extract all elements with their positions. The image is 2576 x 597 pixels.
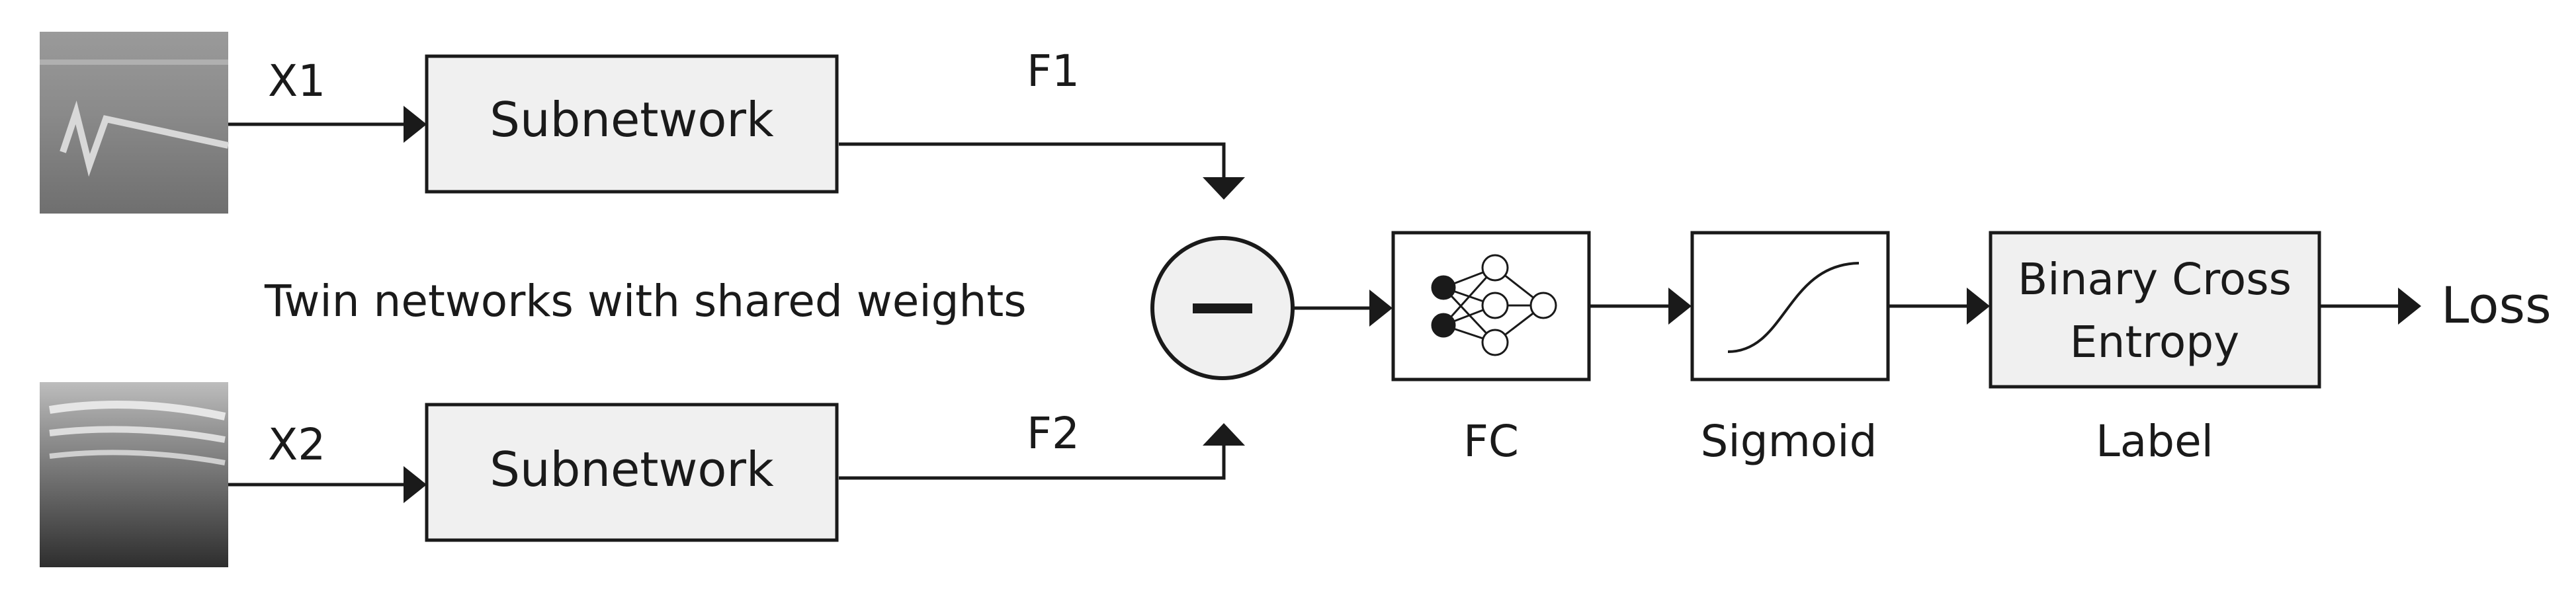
- fc-to-sigmoid-arrowhead: [1668, 288, 1692, 325]
- subnetwork-top-label: Subnetwork: [490, 92, 774, 147]
- x1-arrowhead: [404, 106, 427, 143]
- subnetwork-top-box: [425, 54, 839, 194]
- f2-label: F2: [1027, 408, 1080, 459]
- input-image-x1: [40, 32, 230, 214]
- x1-label: X1: [268, 56, 325, 106]
- bce-to-loss-arrowhead: [2398, 288, 2421, 325]
- input-image-x2: [40, 382, 228, 567]
- fc-label: FC: [1463, 416, 1519, 467]
- loss-label: Loss: [2441, 276, 2552, 335]
- f1-arrowhead: [1203, 177, 1245, 200]
- bce-line2: Entropy: [2070, 317, 2239, 368]
- diff-to-fc-arrowhead: [1369, 290, 1393, 327]
- twin-caption: Twin networks with shared weights: [264, 276, 1027, 327]
- bce-caption: Label: [2096, 416, 2213, 467]
- sigmoid-label: Sigmoid: [1700, 416, 1877, 467]
- subnetwork-bottom-box: [425, 403, 839, 542]
- minus-icon: [1193, 303, 1252, 313]
- f1-label: F1: [1027, 46, 1080, 97]
- subnetwork-bottom-label: Subnetwork: [490, 442, 774, 497]
- x2-arrowhead: [404, 466, 427, 503]
- f2-arrowhead: [1203, 423, 1245, 446]
- x2-label: X2: [268, 419, 325, 470]
- sigmoid-curve-icon: [1727, 262, 1860, 353]
- bce-line1: Binary Cross: [2018, 254, 2292, 305]
- neural-network-icon: [1431, 254, 1557, 356]
- f1-connector: [839, 142, 1226, 179]
- sigmoid-to-bce-arrowhead: [1967, 288, 1990, 325]
- f2-connector: [839, 444, 1226, 480]
- bce-box: [1989, 231, 2321, 389]
